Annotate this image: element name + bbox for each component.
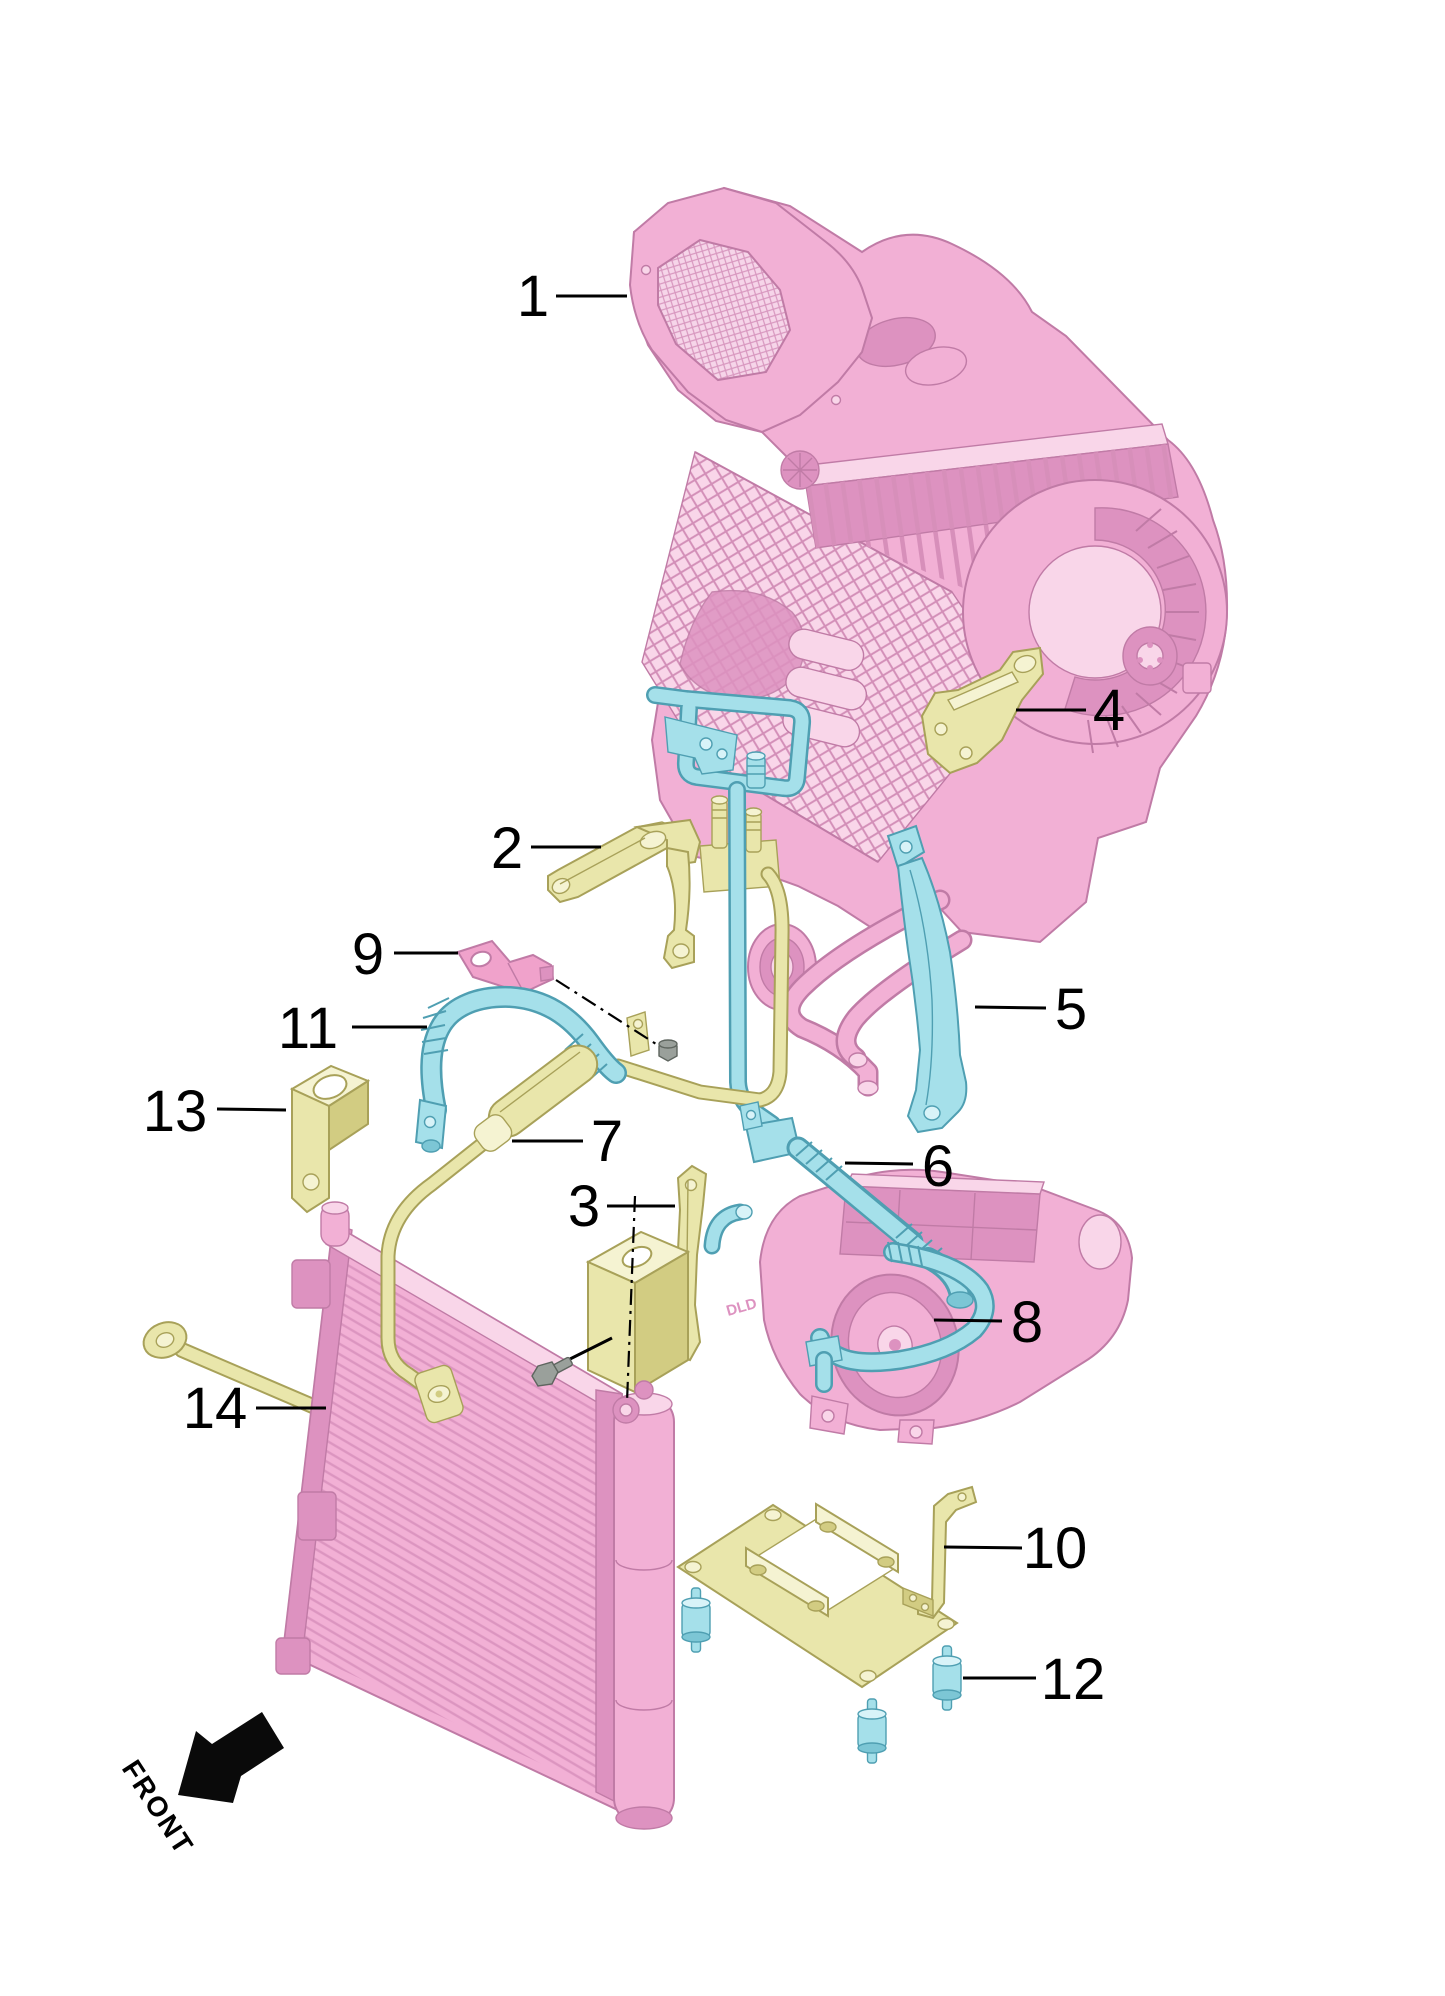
bracket-9	[456, 939, 555, 995]
callout-1: 1	[517, 264, 549, 329]
receiver-drier	[613, 1380, 675, 1830]
compressor-rear-boss	[1078, 1214, 1122, 1270]
pipe-bracket-5	[886, 824, 968, 1134]
callout-3: 3	[568, 1174, 600, 1239]
callout-7: 7	[591, 1109, 623, 1174]
callout-5: 5	[1055, 977, 1087, 1042]
leader-line-6	[844, 1161, 914, 1166]
rubber-mount	[857, 1698, 887, 1764]
junction-nut	[658, 1039, 678, 1062]
callout-10: 10	[1023, 1516, 1088, 1581]
callout-6: 6	[922, 1134, 954, 1199]
bracket-2-hole	[672, 943, 690, 959]
callouts: 1 2 3 4 5 6 7 8 9 10 11 12 13 14	[143, 264, 1125, 1712]
rubber-mount	[932, 1645, 962, 1711]
rubber-mounts-12	[681, 1587, 962, 1764]
junction-stud-plate	[626, 1011, 650, 1057]
hose-6-end-flange	[946, 1291, 974, 1309]
callout-9: 9	[352, 922, 384, 987]
duct-screw-hole	[830, 394, 842, 406]
callout-4: 4	[1093, 678, 1125, 743]
service-valve-cap	[746, 751, 766, 789]
hose-8-ribs	[887, 1241, 923, 1267]
front-arrow	[178, 1712, 284, 1803]
liquid-pipe-7	[380, 1130, 498, 1424]
pipe-7-lower-eyelet	[142, 1321, 330, 1418]
bracket-13	[289, 1064, 371, 1214]
bracket-13-hole	[312, 1074, 348, 1100]
blower-motor-top-2	[904, 346, 968, 386]
lower-left-lobe	[679, 589, 806, 701]
callout-13: 13	[143, 1079, 208, 1144]
bracket-4-hole	[1013, 654, 1037, 674]
bracket-4-hole	[959, 746, 973, 760]
expansion-valve-assembly	[610, 686, 812, 1133]
bracket-3-centerline	[625, 1195, 637, 1403]
duct-mesh-grille	[657, 238, 792, 382]
leader-line-5	[974, 1005, 1047, 1010]
front-direction-indicator: FRONT	[116, 1712, 284, 1861]
mount-tray-10	[676, 1485, 978, 1689]
pipe-11-flange	[414, 1098, 448, 1153]
compressor-marking: DLD	[724, 1295, 758, 1320]
bracket-2-hole	[551, 877, 571, 895]
bracket-3-channel-hole	[621, 1245, 653, 1269]
tray-rail	[815, 1502, 899, 1574]
pipe-7-sleeve	[473, 1044, 599, 1152]
condenser-mount-block	[291, 1259, 331, 1309]
bolt-alignment-dashed-line	[555, 979, 657, 1045]
hose-6-ribs	[795, 1141, 943, 1263]
pipe-7-condenser-fitting	[414, 1364, 464, 1424]
junction-and-bracket-9	[456, 939, 678, 1062]
callout-12: 12	[1041, 1647, 1106, 1712]
tray-vertical-strap	[902, 1485, 978, 1620]
bracket-5-hole	[923, 1105, 941, 1121]
hvac-unit-assembly	[628, 186, 1229, 1097]
tray-hole	[764, 1508, 782, 1522]
bracket-3-channel	[585, 1230, 691, 1394]
discharge-hose-8	[805, 1241, 995, 1393]
tray-hole	[859, 1669, 877, 1683]
compressor: DLD	[703, 1168, 1134, 1445]
bracket-3	[585, 1164, 708, 1394]
tray-hole	[937, 1617, 955, 1631]
vent-boss	[780, 450, 820, 490]
callout-11: 11	[278, 996, 338, 1061]
condenser-mount-block	[297, 1491, 337, 1541]
condenser-mount-block	[275, 1637, 311, 1675]
callout-14: 14	[183, 1376, 248, 1441]
duct-screw-hole	[640, 264, 652, 276]
tray-hole	[684, 1560, 702, 1574]
tray-rail	[745, 1546, 829, 1618]
bracket-2-hole	[639, 830, 667, 850]
rubber-mount	[681, 1587, 711, 1653]
bracket-4	[920, 646, 1045, 775]
bracket-2	[547, 818, 702, 970]
leader-line-13	[216, 1107, 287, 1112]
air-intake-duct	[628, 186, 874, 434]
condenser-bolt	[531, 1336, 613, 1387]
bracket-4-hole	[934, 722, 948, 736]
leader-line-10	[943, 1545, 1023, 1550]
callout-8: 8	[1011, 1290, 1043, 1355]
bracket-9-hole	[470, 950, 492, 968]
bracket-3-hole	[684, 1178, 698, 1192]
bracket-13-hole	[302, 1173, 320, 1191]
callout-2: 2	[491, 816, 523, 881]
motor-connector-tab	[1182, 662, 1212, 694]
leader-line-8	[933, 1318, 1003, 1323]
